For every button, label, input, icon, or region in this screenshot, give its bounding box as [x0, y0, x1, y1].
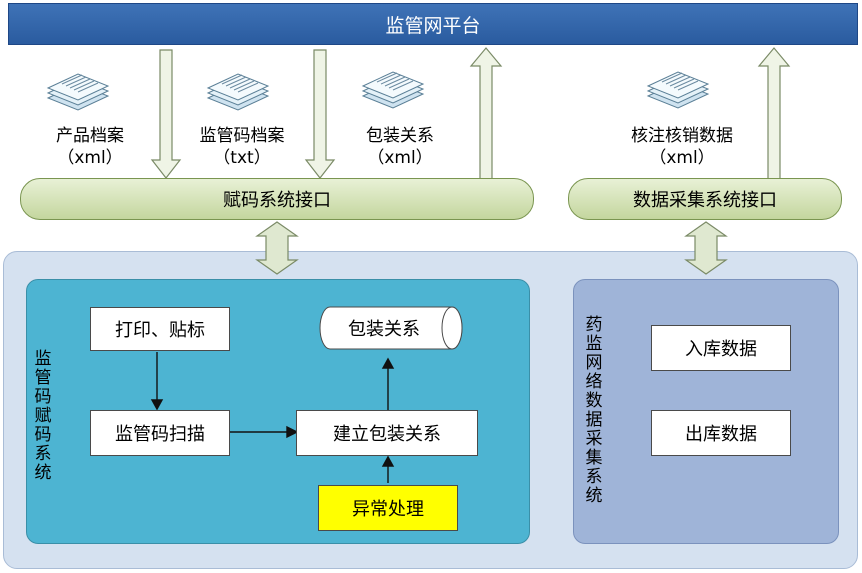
coding-interface-label: 赋码系统接口: [223, 190, 331, 211]
collection-system-title: 药监网络数据采集系统: [585, 315, 603, 506]
document-stack-icon: [47, 73, 109, 111]
document-stack-icon: [207, 73, 269, 111]
document-format: （xml）: [367, 148, 433, 168]
down-arrow-icon: [150, 49, 182, 179]
arrow-head-icon: [381, 357, 395, 369]
package-store-text: 包装关系: [348, 319, 420, 340]
document-stack-icon: [647, 71, 709, 109]
document-name: 核注核销数据: [631, 126, 733, 146]
document-format: （xml）: [57, 148, 123, 168]
bidirectional-arrow-icon: [684, 221, 728, 275]
code-scan-step-text: 监管码扫描: [115, 424, 205, 445]
code-scan-step: 监管码扫描: [90, 410, 230, 456]
bidirectional-arrow-icon: [255, 221, 299, 275]
arrow-head-icon: [286, 425, 299, 439]
arrow-head-icon: [381, 455, 395, 467]
up-arrow-icon: [757, 47, 791, 181]
document-format: （xml）: [649, 148, 715, 168]
exception-handling-step: 异常处理: [318, 485, 458, 531]
coding-system-title: 监管码赋码系统: [34, 349, 52, 483]
platform-title: 监管网平台: [385, 14, 481, 37]
down-arrow-icon: [304, 49, 336, 179]
document-name: 包装关系: [366, 126, 434, 146]
document-stack-icon: [362, 71, 424, 109]
up-arrow-icon: [469, 47, 503, 181]
document-name: 监管码档案: [199, 126, 285, 146]
package-store-label: 包装关系: [322, 307, 446, 349]
outbound-data-text: 出库数据: [685, 424, 757, 445]
document-format: （txt）: [213, 148, 271, 168]
document-label: 产品档案 （xml）: [20, 125, 160, 169]
coding-interface: 赋码系统接口: [20, 178, 534, 220]
document-label: 核注核销数据 （xml）: [612, 125, 752, 169]
platform-header: 监管网平台: [8, 3, 858, 45]
package-store-cylinder-icon: [319, 306, 463, 350]
build-package-step: 建立包装关系: [296, 410, 478, 456]
document-name: 产品档案: [56, 126, 124, 146]
document-label: 包装关系 （xml）: [330, 125, 470, 169]
build-package-step-text: 建立包装关系: [333, 424, 441, 445]
inbound-data-text: 入库数据: [685, 339, 757, 360]
document-label: 监管码档案 （txt）: [172, 125, 312, 169]
inbound-data-box: 入库数据: [651, 325, 791, 371]
exception-handling-step-text: 异常处理: [352, 499, 424, 520]
print-label-step-text: 打印、贴标: [115, 320, 205, 341]
print-label-step: 打印、贴标: [90, 307, 230, 351]
collection-interface-label: 数据采集系统接口: [633, 190, 777, 211]
collection-interface: 数据采集系统接口: [568, 178, 842, 220]
outbound-data-box: 出库数据: [651, 410, 791, 456]
arrow-head-icon: [150, 399, 164, 411]
